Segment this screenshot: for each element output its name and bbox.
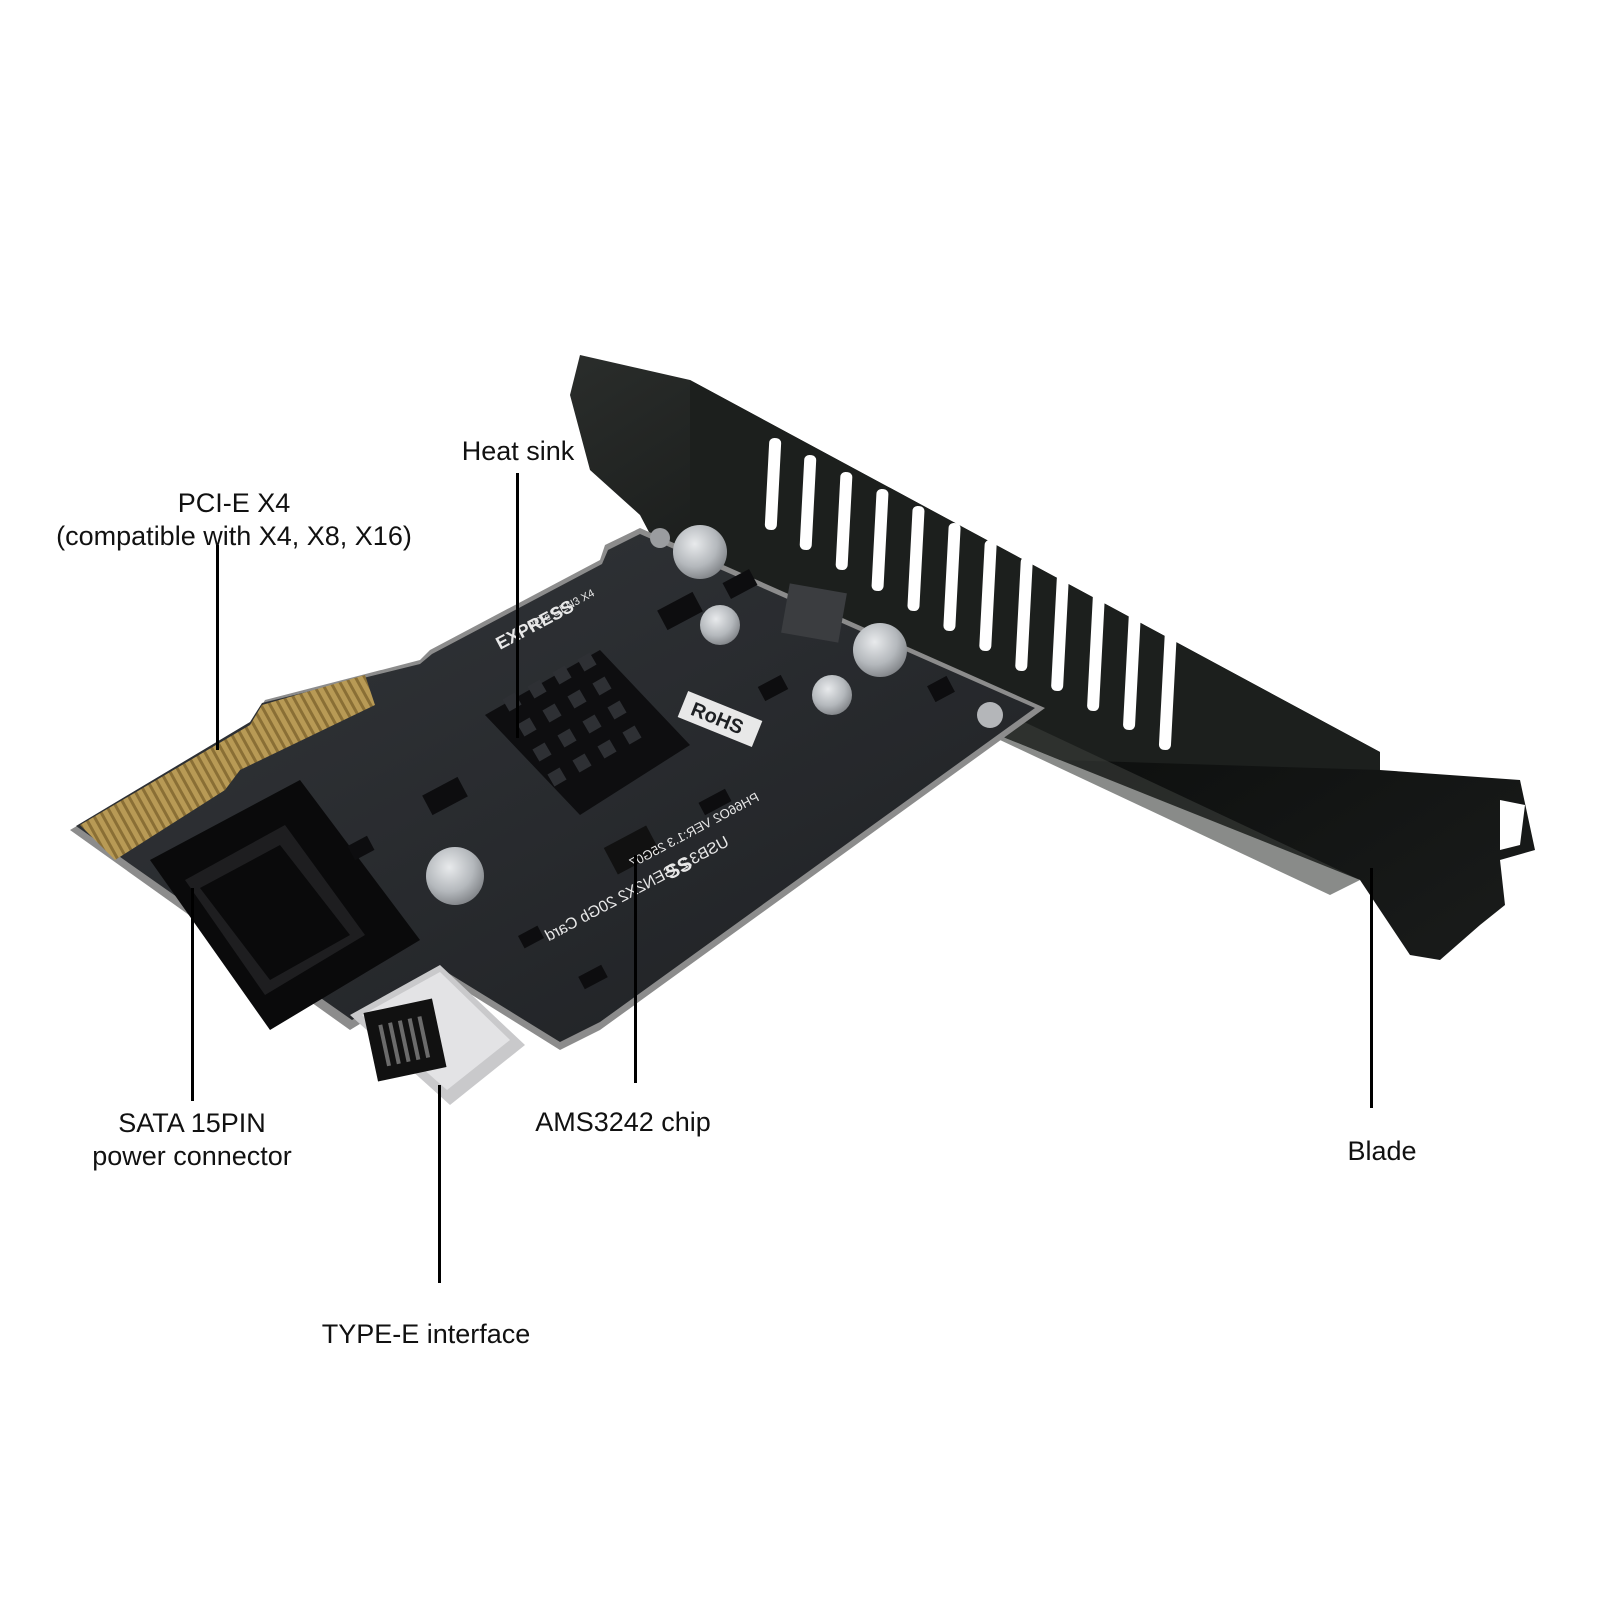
screw [977,702,1003,728]
heat-sink-label-line1: Heat sink [461,436,575,466]
gold-fingers [80,675,375,860]
sata-label-line2: power connector [92,1141,292,1171]
heat-sink-label: Heat sink [418,435,618,468]
pcie-label-line1: PCI-E X4 [177,488,291,518]
heat-sink-leader-line [516,473,519,738]
blade-label-line1: Blade [1347,1136,1417,1166]
sata-label-line1: SATA 15PIN [118,1108,266,1138]
chip-leader-line [634,855,637,1083]
sata-label: SATA 15PIN power connector [62,1107,322,1173]
screw [650,528,670,548]
type-e-label-line1: TYPE-E interface [321,1319,531,1349]
type-e-label: TYPE-E interface [296,1318,556,1351]
smd-components [347,569,955,990]
capacitors [426,525,907,905]
sata-leader-line [191,888,194,1101]
heat-sink [485,650,690,815]
chip-label-line1: AMS3242 chip [535,1107,711,1137]
type-e-leader-line [438,1085,441,1283]
pcie-label-line2: (compatible with X4, X8, X16) [56,521,412,551]
type-e-connector [350,965,525,1105]
chip-label: AMS3242 chip [503,1106,743,1139]
inductor [781,583,847,643]
blade-label: Blade [1322,1135,1442,1168]
pcie-leader-line [216,545,219,750]
pcie-label: PCI-E X4 (compatible with X4, X8, X16) [34,487,434,553]
blade-leader-line [1370,868,1373,1108]
bracket-vent-slots [764,438,1177,750]
sata-connector [150,780,420,1030]
ams3242-chip [603,825,661,875]
